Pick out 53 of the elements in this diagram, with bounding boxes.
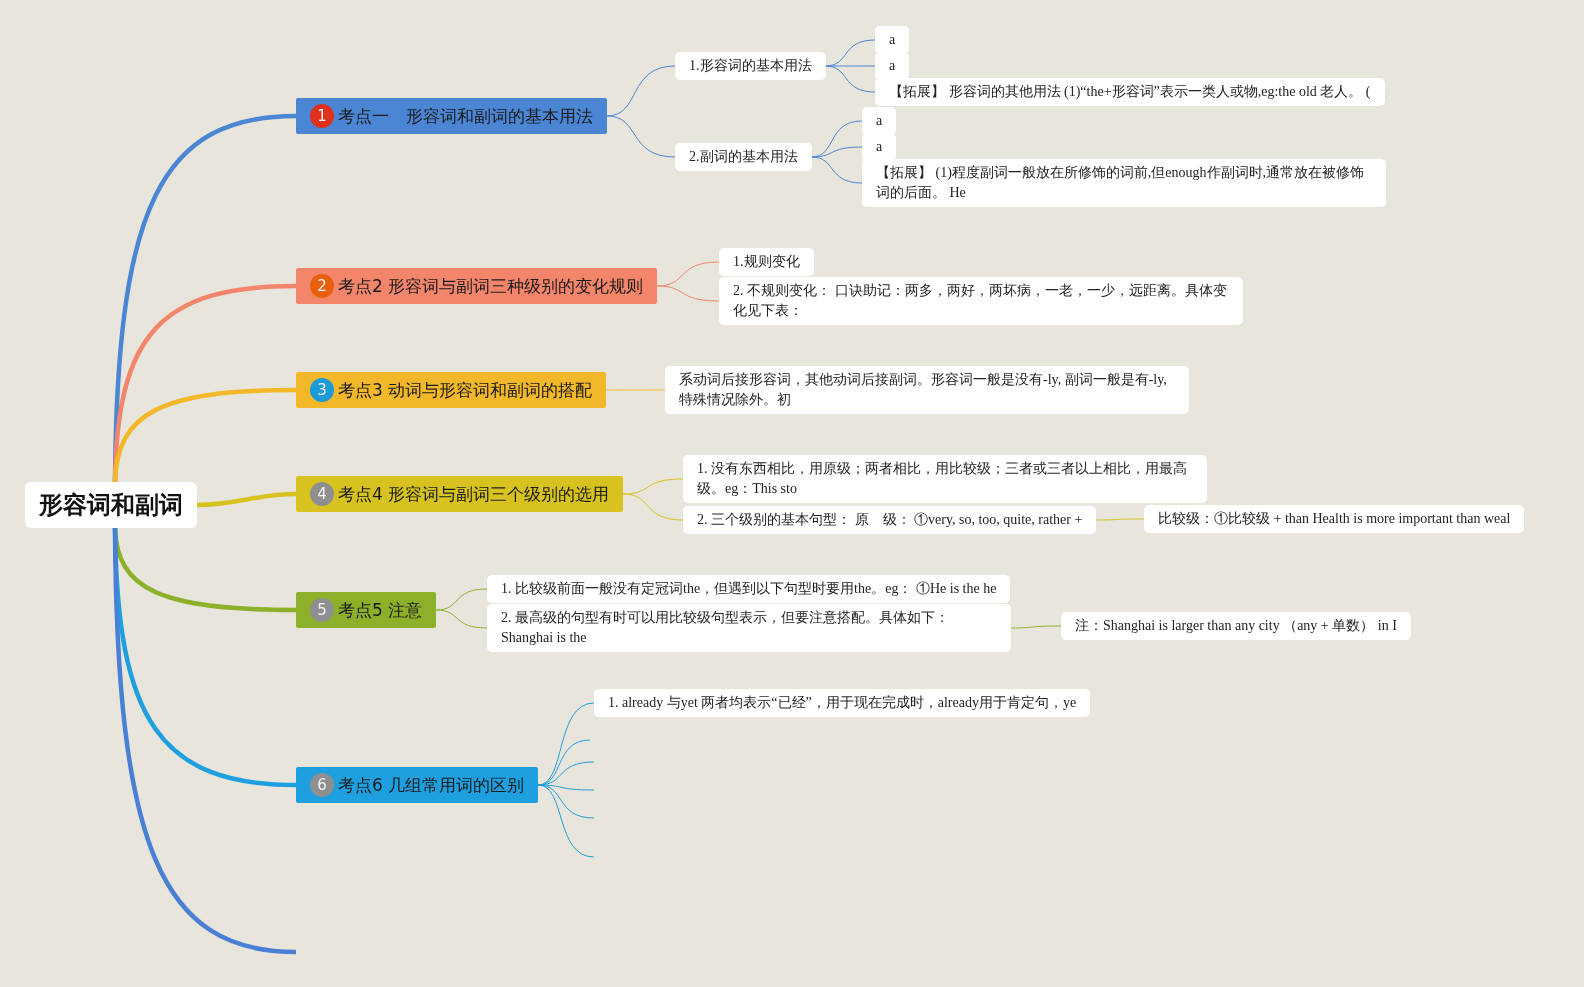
topic-title: 考点4 形容词与副词三个级别的选用 [338,482,610,506]
branch-line [537,784,595,858]
step-number: 5 [310,598,334,622]
subtopic-text: 1.规则变化 [719,248,814,276]
branch-line [811,146,863,158]
subtopic-text: 1.形容词的基本用法 [675,52,826,80]
subtopic-text: 注：Shanghai is larger than any city （any + 单数） in I [1061,612,1411,640]
topic-title: 考点2 形容词与副词三种级别的变化规则 [338,274,644,298]
subtopic-text: a [875,52,910,80]
branch-topic [296,592,437,628]
branch-line [605,389,666,391]
branch-line [435,609,488,629]
branch-line [606,115,676,158]
branch-line [825,65,876,67]
subtopic-text: 2. 三个级别的基本句型： 原 级： ①very, so, too, quite, rather + [683,506,1097,534]
branch-line [1095,518,1145,521]
branch-line [112,527,297,955]
topic-title: 考点一 形容词和副词的基本用法 [338,104,593,128]
branch-line [1010,625,1062,629]
branch-line [656,285,720,302]
subtopic-text: 【拓展】 (1)程度副词一般放在所修饰的词前,但enough作副词时,通常放在被修饰词的后面。 He [862,159,1386,207]
subtopic-text: 1. already 与yet 两者均表示“已经”，用于现在完成时，already用于肯定句，ye [594,689,1091,717]
branch-line [196,491,297,508]
subtopic-text: 1. 比较级前面一般没有定冠词the，但遇到以下句型时要用the。eg： ①He is the he [487,575,1011,603]
subtopic-text: 系动词后接形容词，其他动词后接副词。形容词一般是没有-ly, 副词一般是有-ly, 特殊情况除外。初 [665,366,1189,414]
branch-line [112,387,297,483]
branch-line [825,65,876,93]
branch-line [606,65,676,117]
branch-line [622,493,684,521]
step-number: 2 [310,274,334,298]
step-number: 1 [310,104,334,128]
subtopic-text: 1. 没有东西相比，用原级；两者相比，用比较级；三者或三者以上相比，用最高级。eg：This sto [683,455,1207,503]
branch-topic [296,476,624,512]
branch-topic [296,372,607,408]
topic-title: 考点6 几组常用词的区别 [338,773,525,797]
central-topic: 形容词和副词 [25,482,197,528]
branch-topic [296,98,607,134]
subtopic-text: a [875,26,910,54]
step-number: 4 [310,482,334,506]
step-number: 3 [310,378,334,402]
subtopic-text: 2.副词的基本用法 [675,143,812,171]
subtopic-text: 2. 最高级的句型有时可以用比较级句型表示，但要注意搭配。具体如下： Shanghai is the [487,604,1011,652]
subtopic-text: 比较级：①比较级 + than Health is more important than weal [1144,505,1525,533]
branch-topic [296,268,658,304]
step-number: 6 [310,773,334,797]
subtopic-text: a [862,107,897,135]
topic-title: 考点3 动词与形容词和副词的搭配 [338,378,593,402]
topic-title: 考点5 注意 [338,598,423,622]
subtopic-text: 【拓展】 形容词的其他用法 (1)“the+形容词”表示一类人或物,eg:the old 老人。 ( [875,78,1385,106]
branch-line [811,156,863,184]
subtopic-text: a [862,133,897,161]
branch-topic [296,767,539,803]
subtopic-text: 2. 不规则变化： 口诀助记：两多，两好，两坏病，一老，一少，远距离。具体变化见下表： [719,277,1243,325]
